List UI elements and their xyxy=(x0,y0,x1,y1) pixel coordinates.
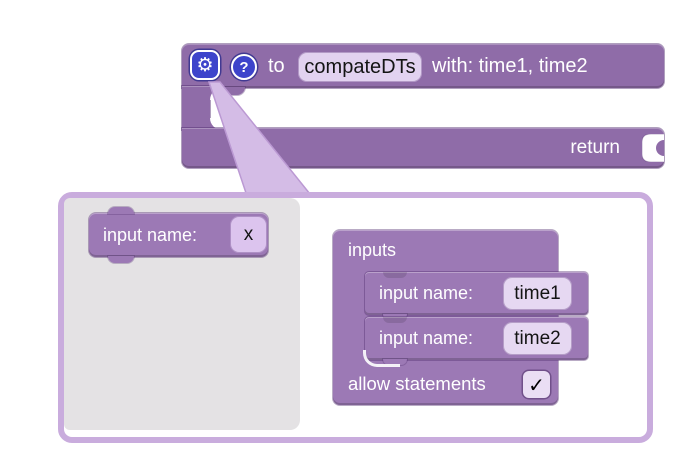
block-top-notch xyxy=(383,272,407,278)
inputs-title-label: inputs xyxy=(348,239,397,260)
input-name-field-time1[interactable]: time1 xyxy=(503,277,572,310)
statement-mouth-highlight xyxy=(363,350,400,367)
procedure-definition-block-header[interactable]: ⚙ ? to compateDTs with: time1, time2 xyxy=(182,44,664,88)
block-bottom-bump xyxy=(108,256,134,263)
value-socket-icon xyxy=(642,134,664,162)
input-name-field-time2[interactable]: time2 xyxy=(503,322,572,355)
parameters-label: with: time1, time2 xyxy=(432,55,588,77)
gear-icon: ⚙ xyxy=(196,53,214,76)
procedure-return-row[interactable]: return xyxy=(182,128,664,168)
to-label: to xyxy=(268,55,285,77)
help-button[interactable]: ? xyxy=(231,54,257,80)
procedure-name-field[interactable]: compateDTs xyxy=(298,52,422,82)
procedure-block-left-spine xyxy=(182,86,210,130)
flyout-input-name-block[interactable]: input name: x xyxy=(89,207,268,263)
block-top-notch xyxy=(383,317,407,323)
return-label: return xyxy=(570,137,620,158)
allow-statements-label: allow statements xyxy=(348,373,486,394)
checkmark-icon: ✓ xyxy=(528,372,545,397)
block-top-bump xyxy=(108,207,134,214)
input-name-label: input name: xyxy=(379,328,474,348)
input-name-block-time1[interactable]: input name: time1 xyxy=(365,272,588,320)
question-mark-icon: ? xyxy=(239,58,249,76)
statement-connection-tab xyxy=(223,87,245,95)
inputs-container-block[interactable]: inputs input name: time1 input name: tim… xyxy=(333,230,588,405)
input-name-label: input name: xyxy=(103,224,198,245)
mutator-bubble: input name: x inputs input name: time1 i… xyxy=(58,192,653,443)
allow-statements-row: allow statements ✓ xyxy=(333,363,558,405)
input-name-field[interactable]: x xyxy=(230,216,267,253)
mutator-flyout: input name: x xyxy=(64,198,300,430)
mutator-gear-button[interactable]: ⚙ xyxy=(190,50,220,80)
input-name-label: input name: xyxy=(379,283,474,303)
input-name-block-time2[interactable]: input name: time2 xyxy=(365,317,588,365)
allow-statements-checkbox[interactable]: ✓ xyxy=(523,371,550,398)
